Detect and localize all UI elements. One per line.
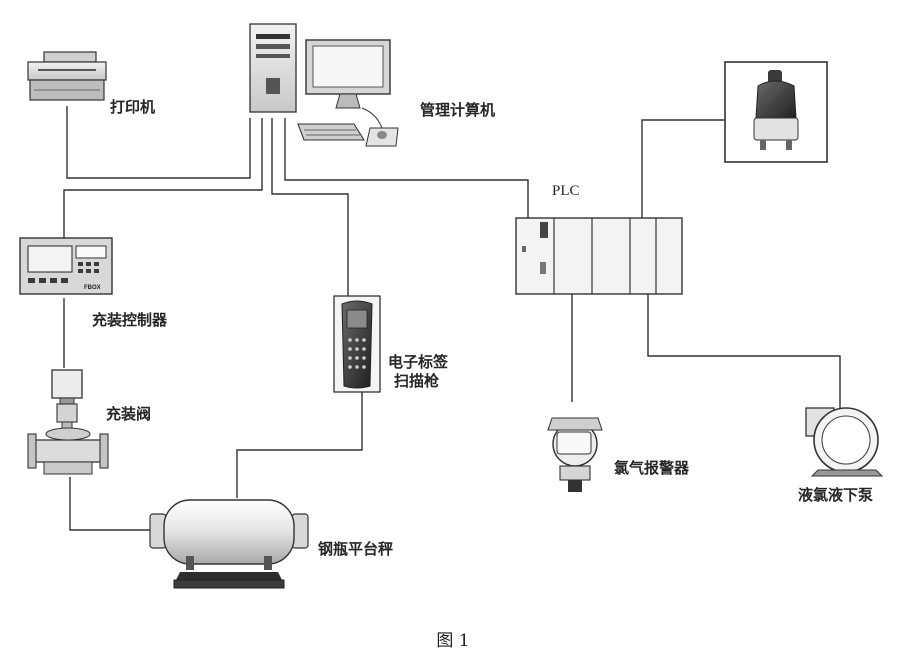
wire-computer-controller <box>63 118 263 238</box>
pump-label: 液氯液下泵 <box>798 486 874 504</box>
computer-icon <box>249 23 399 147</box>
printer-label: 打印机 <box>110 98 156 116</box>
rfid-scanner-icon <box>333 295 381 393</box>
rfid-scanner-label-line1: 电子标签 <box>388 353 449 371</box>
wire-computer-scanner <box>271 118 349 296</box>
fill-valve-label: 充装阀 <box>106 405 152 423</box>
wire-scanner-scale <box>236 392 363 498</box>
cylinder-scale-label: 钢瓶平台秤 <box>318 540 394 558</box>
controller-brand-text: FBOX <box>84 285 101 291</box>
wire-valve-scale <box>69 477 150 531</box>
wire-plc-pump <box>647 294 841 408</box>
alarm-light-icon <box>724 61 828 163</box>
wire-computer-printer <box>66 106 251 179</box>
wire-computer-plc <box>284 118 529 220</box>
pump-icon <box>805 407 884 477</box>
fill-valve-icon <box>27 369 109 475</box>
figure-caption: 图 1 <box>436 631 470 651</box>
wire-plc-alarmlight <box>641 119 725 218</box>
connection-lines <box>63 106 841 531</box>
fill-controller-icon: FBOX <box>19 237 113 295</box>
gas-alarm-label: 氯气报警器 <box>614 459 690 477</box>
cylinder-scale-icon <box>149 499 309 589</box>
printer-icon <box>27 51 107 101</box>
fill-controller-label: 充装控制器 <box>92 311 168 329</box>
gas-alarm-icon <box>547 417 603 492</box>
rfid-scanner-label-line2: 扫描枪 <box>394 372 440 390</box>
plc-label: PLC <box>552 183 580 199</box>
plc-icon <box>515 217 683 295</box>
computer-label: 管理计算机 <box>420 101 496 119</box>
